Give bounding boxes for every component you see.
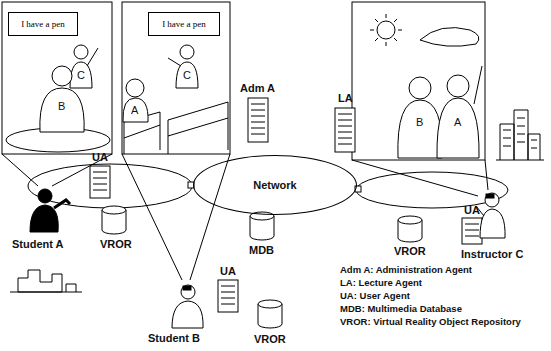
person-letter: A [453,116,462,128]
agent-server [90,98,482,312]
node-text: I have a pen [162,19,206,29]
campus-buildings [10,270,82,292]
agent-label: LA [338,92,353,104]
subnet-ellipse [28,164,192,208]
person-letter: C [182,69,192,81]
person-letter: B [415,116,424,128]
city-buildings [496,110,544,160]
database-label: MDB [249,244,274,256]
repository-label: VROR [254,333,286,345]
repository-label: VROR [100,238,132,250]
agent-label: UA [464,204,480,216]
person-letter: B [57,100,66,112]
repository-label: VROR [394,245,426,257]
agent-label: UA [92,151,108,163]
agent-label: UA [220,265,236,277]
student-a-figure [30,189,70,232]
server-stripes [93,104,479,304]
person-letter: C [76,69,86,81]
desk [168,102,228,136]
view-panel [122,2,230,154]
legend-text: Adm A: Administration Agent [340,265,472,275]
legend-text: VROR: Virtual Reality Object Repository [340,317,521,327]
view-panel [352,2,485,160]
student-b-figure [172,285,203,328]
whiteboard: I have a pen [8,12,78,36]
view-panel [2,2,112,154]
person-letter: A [130,104,139,116]
legend-text: LA: Lecture Agent [340,278,422,288]
sun-rays [370,14,402,46]
legend-text: MDB: Multimedia Database [340,304,462,314]
legend-text: UA: User Agent [340,291,410,301]
agent-label: Adm A [240,82,275,94]
network-ellipse: Network [193,155,357,215]
view-line [352,160,488,196]
whiteboard: I have a pen [148,12,220,36]
person-name: Student B [148,332,200,344]
node-text: I have a pen [21,19,65,29]
instructor-figure [476,193,505,238]
subnet-ellipse [356,172,508,208]
person-name: Student A [12,238,64,250]
person-name: Instructor C [461,248,523,260]
node-text: Network [253,179,296,191]
cloud [420,28,479,47]
